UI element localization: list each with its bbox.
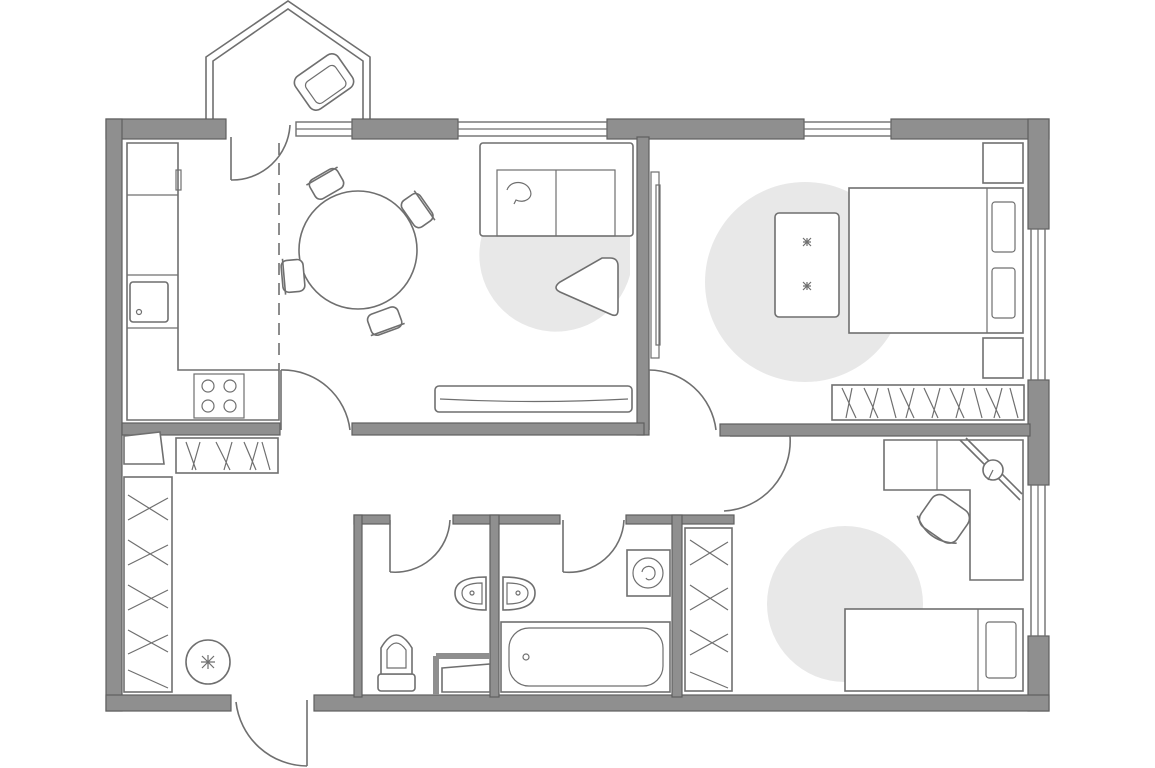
bathtub-icon — [500, 621, 671, 693]
window-kids-right — [1030, 484, 1046, 637]
sofa-icon — [479, 142, 634, 237]
dining-set — [280, 166, 436, 337]
washing-machine-icon — [626, 549, 671, 597]
nightstand — [982, 337, 1024, 379]
office-chair-icon — [916, 493, 971, 545]
balcony-door — [230, 124, 291, 181]
ottoman-icon — [774, 212, 840, 318]
small-sink-icon — [454, 576, 487, 611]
tv-stand — [434, 385, 633, 413]
bedroom-door — [648, 369, 717, 431]
armchair-icon — [293, 53, 355, 111]
living-room — [434, 142, 661, 413]
hallway — [123, 431, 279, 693]
toilet-door — [389, 519, 451, 574]
toilet-icon — [377, 634, 416, 692]
window-living-right — [457, 121, 608, 137]
hall-wardrobe — [123, 476, 173, 693]
kitchen-door — [280, 369, 351, 431]
wardrobe-sliding — [650, 171, 661, 359]
kitchen — [126, 142, 280, 421]
bathroom — [500, 549, 671, 693]
kids-room — [844, 437, 1024, 692]
utility-box — [441, 663, 491, 693]
chair-icon — [366, 306, 405, 337]
dining-table — [298, 190, 418, 310]
wardrobe-icon — [831, 384, 1025, 421]
windows — [295, 121, 1046, 637]
walls — [105, 118, 1050, 712]
shoe-cabinet — [123, 431, 165, 465]
window-living-left — [295, 121, 353, 137]
single-bed-icon — [844, 608, 1024, 692]
hall-shelf — [175, 437, 279, 474]
toilet-room — [377, 576, 491, 695]
fridge-handle — [175, 169, 182, 191]
corridor-wardrobe — [684, 527, 733, 692]
bedroom — [774, 142, 1025, 421]
chair-icon — [306, 166, 345, 200]
living-room-rug — [479, 235, 630, 332]
bathroom-door — [562, 519, 625, 574]
chair-icon — [400, 190, 436, 229]
kitchen-counter — [126, 142, 280, 421]
nightstand — [982, 142, 1024, 184]
entrance-door — [235, 700, 308, 767]
bath-sink-icon — [502, 576, 536, 611]
chair-icon — [280, 258, 306, 295]
double-bed-icon — [848, 187, 1024, 334]
desk-lamp-icon — [959, 437, 1023, 501]
kids-room-door — [723, 435, 791, 512]
window-bedroom-top — [803, 121, 892, 137]
bay-window — [205, 0, 371, 120]
floor-lamp-icon — [185, 639, 231, 685]
stove-icon — [193, 373, 245, 419]
sink-icon — [129, 281, 169, 323]
coffee-table-icon — [555, 257, 619, 317]
window-bedroom-right — [1030, 228, 1046, 381]
doors — [230, 124, 791, 767]
